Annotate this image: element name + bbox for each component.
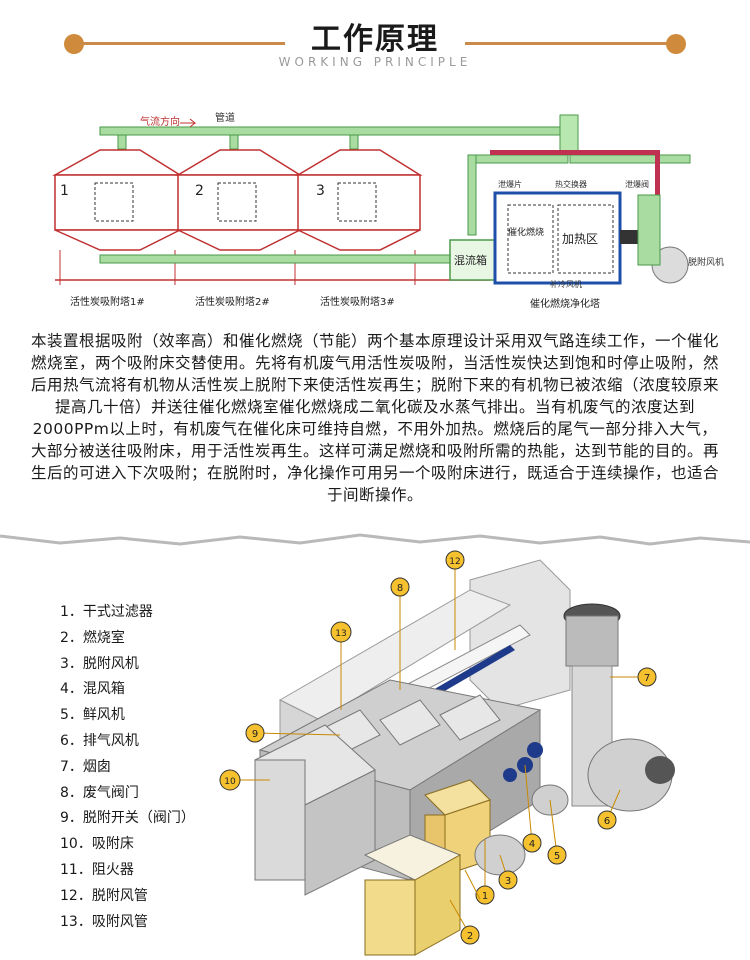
fan-label: 脱附风机 (688, 256, 724, 268)
callout-8: 8 (390, 577, 410, 690)
catalytic-zone-label: 催化燃烧 (508, 226, 544, 238)
callout-13: 13 (330, 621, 352, 710)
fresh-air-label: 补冷风机 (550, 279, 582, 289)
heat-exchanger-label: 热交换器 (555, 179, 587, 189)
callout-4: 4 (522, 764, 542, 853)
callout-number: 2 (467, 931, 473, 942)
legend-item: 9．脱附开关（阀门） (60, 810, 195, 827)
legend-item: 7．烟囱 (60, 758, 111, 775)
component-legend: 1．干式过滤器 2．燃烧室 3．脱附风机 4．混风箱 5．鲜风机 6．排气风机 … (60, 600, 260, 935)
explosion-vent-label-2: 泄爆阀 (625, 179, 649, 189)
callout-number: 5 (554, 851, 560, 862)
catalytic-tower-label: 催化燃烧净化塔 (530, 297, 600, 310)
callout-number: 12 (449, 557, 460, 567)
legend-item: 10．吸附床 (60, 836, 134, 853)
callout-number: 7 (644, 673, 650, 684)
exhaust-fan (587, 738, 675, 812)
tower-1 (52, 149, 183, 285)
chimney (563, 603, 621, 807)
process-diagram: 气流方向 管道 1 2 3 混流箱 (52, 111, 724, 310)
callout-number: 9 (252, 729, 258, 740)
callout-number: 4 (529, 839, 535, 850)
callout-number: 10 (224, 777, 236, 787)
legend-item: 5．鲜风机 (60, 707, 125, 724)
right-dot-icon (666, 34, 686, 54)
tower-number-1: 1 (60, 183, 69, 199)
airflow-label: 气流方向 (140, 115, 180, 128)
legend-item: 12．脱附风管 (60, 887, 148, 904)
tower-label-3: 活性炭吸附塔3# (320, 295, 395, 308)
tower-2 (175, 149, 303, 285)
legend-item: 11．阻火器 (60, 861, 134, 878)
left-divider (80, 42, 285, 45)
legend-item: 4．混风箱 (60, 681, 125, 698)
tower-number-3: 3 (316, 183, 325, 199)
page-subtitle: WORKING PRINCIPLE (278, 55, 472, 69)
callout-number: 13 (335, 629, 346, 639)
callout-3: 3 (498, 854, 518, 890)
bottom-pipe (99, 254, 461, 264)
heating-zone-label: 加热区 (562, 232, 598, 246)
callout-6: 6 (597, 789, 621, 830)
legend-item: 2．燃烧室 (60, 629, 125, 646)
callout-5: 5 (547, 799, 567, 865)
page-title: 工作原理 (311, 22, 439, 57)
legend-item: 13．吸附风管 (60, 913, 148, 930)
catalytic-unit (490, 150, 689, 285)
callout-7: 7 (610, 667, 657, 687)
callout-number: 11 (210, 550, 212, 551)
tower-3 (295, 149, 423, 285)
callout-number: 8 (397, 583, 403, 594)
description-paragraph: 本装置根据吸附（效率高）和催化燃烧（节能）两个基本原理设计采用双气路连续工作，一… (30, 332, 719, 504)
torn-paper-edge (0, 520, 750, 546)
callout-number: 6 (604, 816, 610, 827)
legend-item: 6．排气风机 (60, 732, 139, 749)
airflow-arrow-icon (180, 118, 197, 128)
pipe-label: 管道 (215, 111, 235, 124)
equipment-illustration: 1 2 3 4 5 6 7 8 9 10 11 12 13 (210, 550, 675, 956)
right-divider (465, 42, 670, 45)
combustion-chamber (363, 834, 462, 956)
legend-item: 8．废气阀门 (60, 784, 139, 801)
callout-9: 9 (245, 723, 341, 743)
tower-label-2: 活性炭吸附塔2# (195, 295, 270, 308)
tower-label-1: 活性炭吸附塔1# (70, 295, 145, 308)
callout-1: 1 (475, 840, 495, 905)
header: 工作原理 WORKING PRINCIPLE (0, 0, 750, 80)
left-dot-icon (64, 34, 84, 54)
callout-12: 12 (445, 550, 465, 650)
legend-item: 1．干式过滤器 (60, 604, 153, 620)
callout-number: 1 (482, 891, 488, 902)
top-pipe (99, 114, 691, 236)
explosion-vent-label-1: 泄爆片 (498, 179, 522, 189)
mixing-box-label: 混流箱 (454, 253, 487, 267)
callout-10: 10 (219, 769, 270, 791)
legend-item: 3．脱附风机 (60, 655, 139, 672)
callout-2: 2 (449, 899, 480, 945)
tower-number-2: 2 (195, 183, 204, 199)
callout-number: 3 (505, 876, 511, 887)
callout-11: 11 (210, 550, 481, 900)
